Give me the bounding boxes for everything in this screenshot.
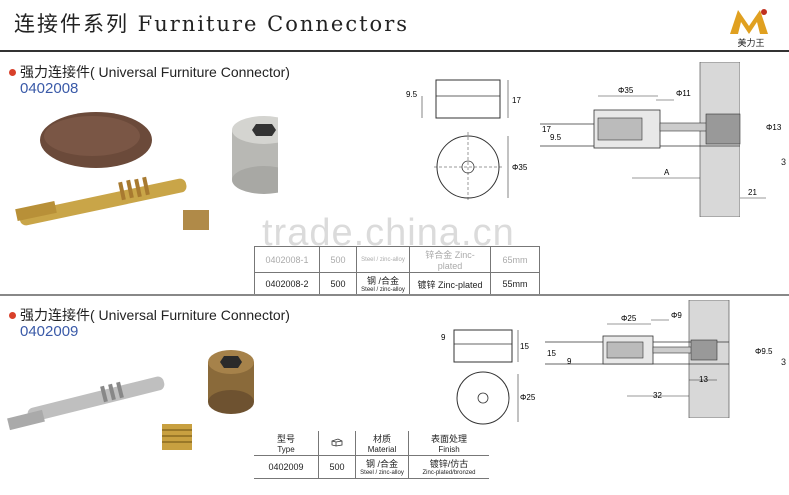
header-qty <box>318 431 356 456</box>
table-row: 0402008-1 500 Steel / zinc-alloy 锌合金 Zin… <box>254 246 540 273</box>
dim-phi9-5: Φ9.5 <box>755 347 773 356</box>
edge-mark: 3 <box>781 157 787 167</box>
dim-phi25: Φ25 <box>520 393 536 402</box>
brand-logo <box>730 9 768 34</box>
finish-cell: 镀锌 Zinc-plated <box>409 272 491 296</box>
section2-code: 0402009 <box>20 323 79 340</box>
section1-code: 0402008 <box>20 80 79 97</box>
dim-21: 21 <box>748 188 757 197</box>
box-icon <box>331 438 343 447</box>
section-bullet-icon <box>9 312 16 319</box>
header-divider <box>0 50 789 52</box>
dim-17-side: 17 <box>542 125 551 134</box>
table-cell: 65mm <box>490 246 540 273</box>
section2-title: 强力连接件( Universal Furniture Connector) <box>20 307 290 323</box>
qty-cell: 500 <box>319 272 357 296</box>
dim-32: 32 <box>653 391 662 400</box>
product-photo-0402009 <box>7 350 254 450</box>
dim-9-side: 9 <box>567 357 572 366</box>
dim-phi9: Φ9 <box>671 311 682 320</box>
dim-9-5: 9.5 <box>406 90 418 99</box>
top-view-drawing-0402008: 9.5 17 Φ35 <box>406 79 528 202</box>
section1-title: 强力连接件( Universal Furniture Connector) <box>20 64 290 80</box>
side-view-drawing-0402008: Φ35 Φ11 Φ13 17 9.5 A 21 <box>540 62 789 217</box>
table-cell: 500 <box>319 246 357 273</box>
watermark: trade.china.cn <box>262 212 515 254</box>
product-photo-0402008 <box>15 112 278 230</box>
dim-15-side: 15 <box>547 349 556 358</box>
brand-name: 美力王 <box>737 39 765 49</box>
length-cell: 55mm <box>490 272 540 296</box>
dim-9-5-side: 9.5 <box>550 133 562 142</box>
dim-13: 13 <box>699 375 708 384</box>
side-view-drawing-0402009: Φ25 Φ9 Φ9.5 15 9 13 32 <box>545 300 773 418</box>
section-divider <box>0 294 789 296</box>
dim-phi11: Φ11 <box>676 89 691 98</box>
table-cell: Steel / zinc-alloy <box>356 246 410 273</box>
dim-phi25-side: Φ25 <box>621 314 637 323</box>
page-title: 连接件系列 Furniture Connectors <box>14 12 410 36</box>
dim-a: A <box>664 168 670 177</box>
section-bullet-icon <box>9 69 16 76</box>
type-cell: 0402009 <box>254 455 319 479</box>
qty-cell: 500 <box>318 455 356 479</box>
dim-15: 15 <box>520 342 529 351</box>
table-cell: 锌合金 Zinc-plated <box>409 246 491 273</box>
top-view-drawing-0402009: 9 15 Φ25 <box>441 329 536 425</box>
dim-phi35-side: Φ35 <box>618 86 634 95</box>
dim-phi13: Φ13 <box>766 123 782 132</box>
spec-table-0402008: 0402008-1 500 Steel / zinc-alloy 锌合金 Zin… <box>254 246 540 296</box>
table-cell: 0402008-1 <box>254 246 320 273</box>
type-cell: 0402008-2 <box>254 272 320 296</box>
dim-phi35: Φ35 <box>512 163 528 172</box>
dim-17: 17 <box>512 96 521 105</box>
dim-9: 9 <box>441 333 446 342</box>
edge-mark: 3 <box>781 357 787 367</box>
